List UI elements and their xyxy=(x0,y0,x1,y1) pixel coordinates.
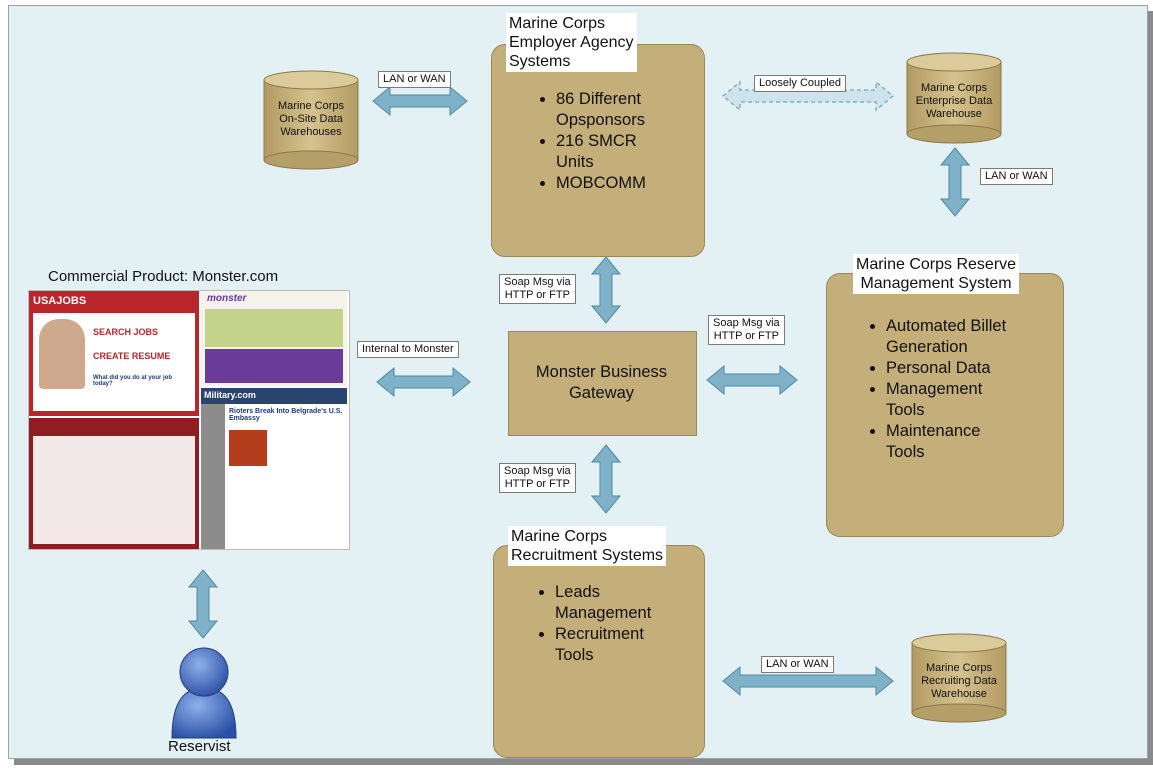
monster-gateway-box xyxy=(508,331,697,436)
recruiting-warehouse-cylinder xyxy=(911,633,1007,723)
monster-page: monster xyxy=(201,291,347,386)
arrow-gateway-reserve xyxy=(706,364,798,396)
create-resume-text: CREATE RESUME xyxy=(93,351,171,361)
list-item: Personal Data xyxy=(886,358,1006,379)
woman-photo xyxy=(39,319,85,389)
monster-logo: monster xyxy=(207,293,247,304)
usajobs-content: SEARCH JOBS CREATE RESUME What did you d… xyxy=(33,313,195,411)
military-sidebar xyxy=(201,404,225,549)
list-item: MOBCOMM xyxy=(556,173,646,194)
enterprise-warehouse-cylinder xyxy=(906,52,1002,144)
employer-title-line: Employer Agency xyxy=(509,34,634,51)
question-text: What did you do at your job today? xyxy=(93,375,172,387)
military-page: Military.com Rioters Break Into Belgrade… xyxy=(201,388,347,549)
monster-hero xyxy=(205,309,343,347)
employer-agency-title: Marine Corps Employer Agency Systems xyxy=(506,13,637,72)
employer-title-line: Marine Corps xyxy=(509,15,606,32)
reserve-title-line: Marine Corps Reserve xyxy=(856,256,1017,273)
military-logo: Military.com xyxy=(204,390,256,400)
lan-wan-label-bottom: LAN or WAN xyxy=(761,656,834,673)
news-photo xyxy=(229,430,267,466)
search-jobs-text: SEARCH JOBS xyxy=(93,327,159,337)
monster-screenshot: USAJOBS SEARCH JOBS CREATE RESUME What d… xyxy=(28,290,350,550)
reservist-label: Reservist xyxy=(168,738,231,755)
internal-to-monster-label: Internal to Monster xyxy=(357,341,459,358)
employer-agency-box xyxy=(491,44,705,257)
commercial-product-title: Commercial Product: Monster.com xyxy=(48,268,279,285)
arrow-enterprise-reserve xyxy=(939,147,971,217)
employer-title-line: Systems xyxy=(509,53,571,70)
recruitment-title-line: Recruitment Systems xyxy=(511,547,664,564)
lan-wan-label-top: LAN or WAN xyxy=(378,71,451,88)
usajobs-results-page xyxy=(29,418,199,549)
usajobs-logo: USAJOBS xyxy=(33,295,87,307)
recruitment-title: Marine Corps Recruitment Systems xyxy=(508,526,667,566)
reserve-management-title: Marine Corps Reserve Management System xyxy=(853,254,1020,294)
arrow-loosely-coupled xyxy=(721,80,895,112)
usajobs-page: USAJOBS SEARCH JOBS CREATE RESUME What d… xyxy=(29,291,199,416)
reserve-management-box xyxy=(826,273,1064,537)
gateway-label: Monster Business Gateway xyxy=(508,362,695,404)
person-icon xyxy=(171,647,237,739)
military-header: Military.com xyxy=(201,388,347,404)
monster-banner xyxy=(205,349,343,383)
results-list xyxy=(33,436,195,544)
arrow-employer-gateway xyxy=(590,256,622,324)
onsite-warehouse-cylinder xyxy=(263,70,359,170)
loosely-coupled-label: Loosely Coupled xyxy=(754,75,846,92)
gateway-line: Monster Business xyxy=(535,363,668,381)
reserve-title-line: Management System xyxy=(860,275,1012,292)
news-headline: Rioters Break Into Belgrade's U.S. Embas… xyxy=(229,408,343,422)
arrow-onsite-employer xyxy=(372,85,468,117)
gateway-line: Gateway xyxy=(568,384,635,402)
arrow-monster-reservist xyxy=(187,569,219,639)
arrow-internal-to-monster xyxy=(376,366,471,398)
lan-wan-label-right: LAN or WAN xyxy=(980,168,1053,185)
recruitment-title-line: Marine Corps xyxy=(511,528,608,545)
arrow-recruitment-warehouse xyxy=(722,665,894,697)
recruitment-box xyxy=(493,545,705,758)
arrow-gateway-recruitment xyxy=(590,444,622,514)
